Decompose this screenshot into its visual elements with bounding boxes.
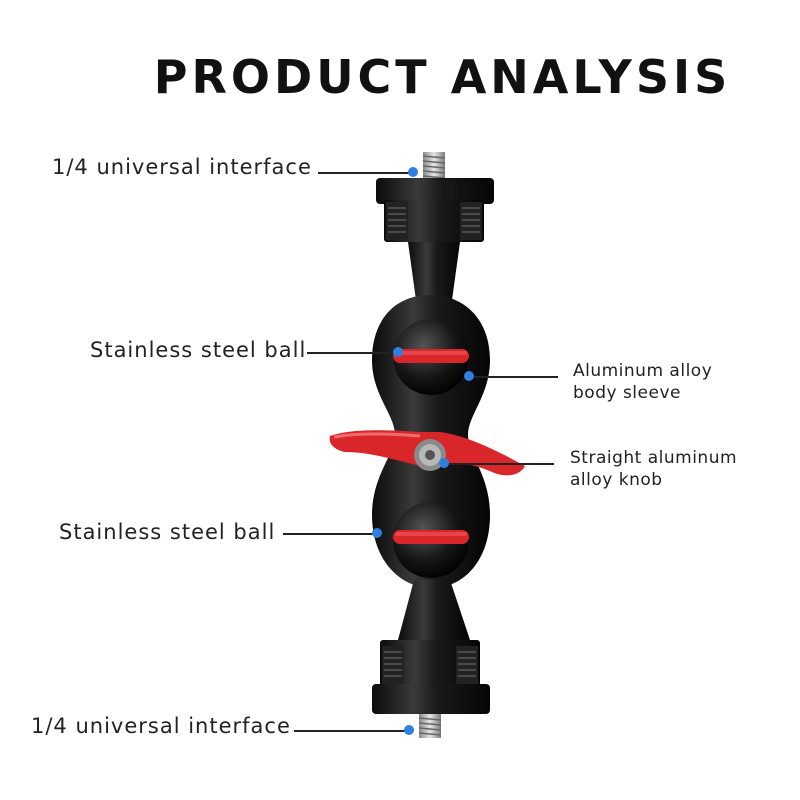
top-screw — [422, 152, 446, 180]
callout-point-dot — [439, 458, 449, 468]
page-title: PRODUCT ANALYSIS — [153, 50, 732, 104]
bottom-screw — [418, 714, 442, 738]
callout-top-interface-label: 1/4 universal interface — [52, 155, 312, 179]
callout-upper-ball-label: Stainless steel ball — [90, 338, 307, 362]
callout-point-dot — [464, 371, 474, 381]
callout-point-dot — [372, 528, 382, 538]
callout-point-dot — [393, 347, 403, 357]
callout-leader-line — [283, 533, 375, 535]
callout-bottom-interface-label: 1/4 universal interface — [31, 714, 291, 738]
callout-leader-line — [470, 376, 558, 378]
callout-knob-label: Straight aluminum alloy knob — [570, 448, 738, 490]
callout-leader-line — [307, 352, 397, 354]
callout-lower-ball-label: Stainless steel ball — [59, 520, 276, 544]
callout-point-dot — [408, 167, 418, 177]
callout-point-dot — [404, 725, 414, 735]
callout-leader-line — [318, 172, 412, 174]
callout-body-sleeve-label: Aluminum alloy body sleeve — [573, 361, 713, 403]
callout-leader-line — [294, 730, 408, 732]
callout-leader-line — [445, 463, 554, 465]
